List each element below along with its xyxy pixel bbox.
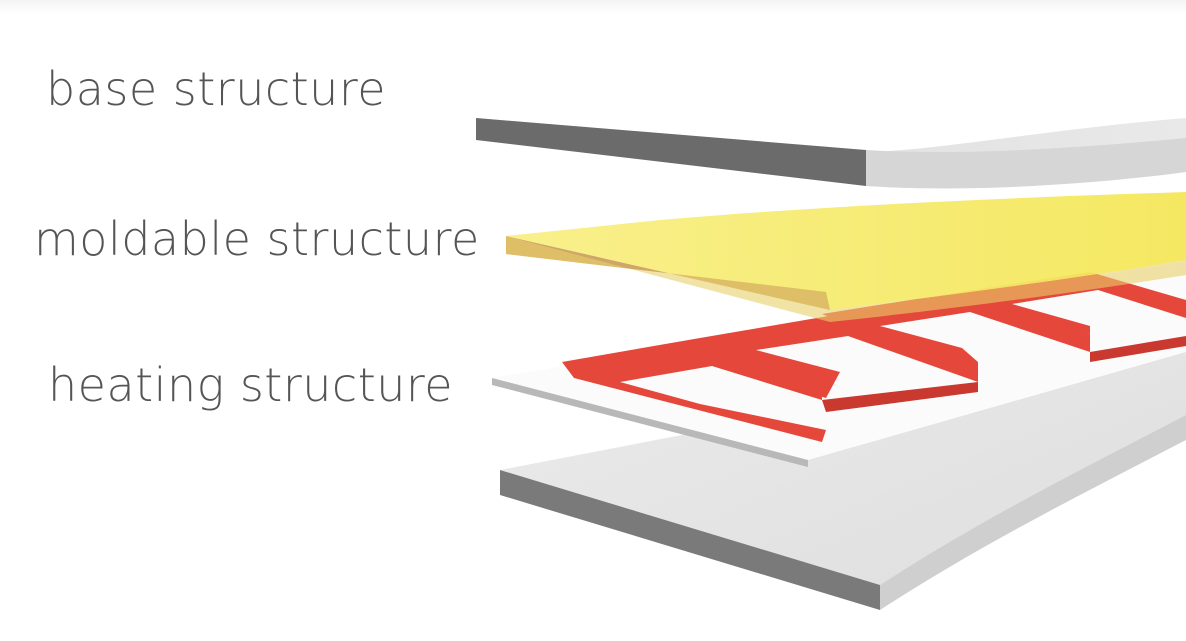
moldable-layer bbox=[506, 192, 1186, 322]
heating-trace-shadow-1 bbox=[822, 382, 978, 412]
base-layer-right-edge bbox=[866, 138, 1186, 189]
label-heating-structure: heating structure bbox=[48, 358, 454, 412]
heating-trace-shadow-2 bbox=[1090, 336, 1186, 362]
substrate-right-edge bbox=[880, 415, 1186, 610]
label-base-structure: base structure bbox=[46, 62, 387, 116]
base-layer bbox=[476, 118, 1186, 189]
moldable-layer-top bbox=[506, 192, 1186, 310]
base-layer-front-edge bbox=[476, 118, 866, 186]
top-strip bbox=[0, 0, 1186, 14]
heating-trace-loop-2 bbox=[700, 314, 978, 398]
label-moldable-structure: moldable structure bbox=[34, 212, 480, 266]
heating-carrier-edge bbox=[492, 378, 808, 467]
substrate-front-edge bbox=[500, 470, 880, 610]
